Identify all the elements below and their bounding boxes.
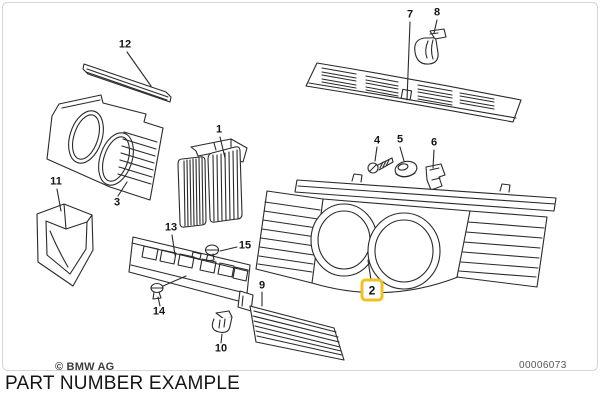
part-label-3[interactable]: 3 [113, 196, 121, 209]
drawing-part-2-right-grille [256, 174, 556, 293]
leader-lines [57, 20, 437, 343]
drawing-part-15-rivet [206, 245, 219, 261]
part-label-14[interactable]: 14 [152, 305, 166, 318]
drawing-part-13-trim-strip [129, 237, 253, 311]
part-label-15[interactable]: 15 [238, 239, 252, 252]
part-label-6[interactable]: 6 [430, 136, 438, 149]
drawing-part-9-lower-grille [250, 306, 344, 360]
part-label-5[interactable]: 5 [396, 133, 404, 146]
part-label-9[interactable]: 9 [258, 279, 266, 292]
part-label-7[interactable]: 7 [406, 8, 414, 21]
part-label-2-highlight[interactable]: 2 [360, 278, 384, 302]
drawing-part-11-air-duct [37, 204, 93, 286]
diagram-border [3, 3, 598, 371]
drawing-part-3-left-grille [47, 95, 163, 200]
drawing-part-6-clip [426, 164, 445, 190]
part-label-10[interactable]: 10 [214, 342, 228, 355]
document-number: 00006073 [519, 360, 567, 371]
drawing-part-5-grommet [394, 159, 419, 178]
page-caption: PART NUMBER EXAMPLE [5, 373, 241, 394]
part-label-13[interactable]: 13 [164, 221, 178, 234]
drawing-part-4-screw [368, 158, 393, 173]
part-label-1[interactable]: 1 [215, 123, 223, 136]
drawing-part-14-rivet [151, 284, 163, 300]
drawing-part-7-vent-panel [306, 63, 521, 122]
part-label-8[interactable]: 8 [433, 6, 441, 19]
drawing-part-12-molding-strip [83, 64, 171, 102]
drawing-part-10-clip [212, 311, 232, 332]
part-label-12[interactable]: 12 [118, 38, 132, 51]
drawing-part-1-kidney-grille [178, 139, 247, 227]
part-label-4[interactable]: 4 [373, 134, 381, 147]
drawing-part-8-clip [415, 29, 446, 64]
part-label-11[interactable]: 11 [50, 175, 62, 188]
copyright-text: © BMW AG [55, 361, 115, 373]
